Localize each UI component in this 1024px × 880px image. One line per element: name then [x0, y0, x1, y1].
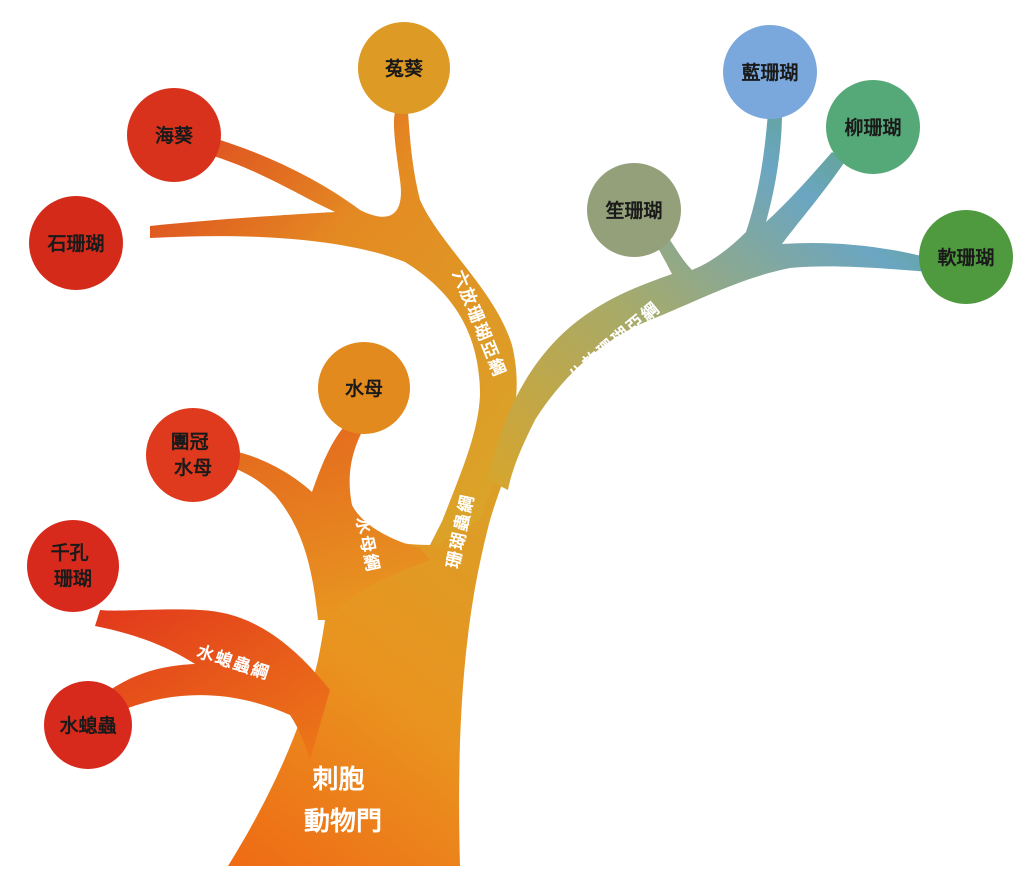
node-jellyfish-label: 水母	[345, 378, 383, 400]
node-coronatae-circle	[146, 408, 240, 502]
node-gorgonian-circle	[826, 80, 920, 174]
node-tubipora-circle	[587, 163, 681, 257]
node-sea-anemone-label: 海葵	[155, 124, 194, 147]
node-sea-anemone-circle	[127, 88, 221, 182]
hexacorallia-branch	[150, 112, 517, 548]
node-sea-anemone: 海葵	[127, 88, 221, 182]
node-soft-coral: 軟珊瑚	[919, 210, 1013, 304]
node-gorgonian: 柳珊瑚	[826, 80, 920, 174]
node-zoanthid-circle	[358, 22, 450, 114]
node-stony-coral-circle	[29, 196, 123, 290]
node-stony-coral: 石珊瑚	[29, 196, 123, 290]
node-zoanthid: 菟葵	[358, 22, 450, 114]
root-label: 刺胞 動物門	[304, 764, 382, 837]
node-jellyfish-circle	[318, 342, 410, 434]
node-tubipora: 笙珊瑚	[587, 163, 681, 257]
node-stony-coral-label: 石珊瑚	[46, 233, 104, 255]
node-gorgonian-label: 柳珊瑚	[844, 116, 901, 139]
node-zoanthid-label: 菟葵	[385, 57, 424, 80]
node-jellyfish: 水母	[318, 342, 410, 434]
node-blue-coral: 藍珊瑚	[723, 25, 817, 119]
node-blue-coral-label: 藍珊瑚	[741, 62, 798, 84]
node-soft-coral-circle	[919, 210, 1013, 304]
node-hydra: 水螅蟲	[44, 681, 132, 769]
node-hydra-circle	[44, 681, 132, 769]
node-coronatae-label: 團冠 水母	[171, 431, 216, 479]
node-coronatae: 團冠 水母	[146, 408, 240, 502]
node-tubipora-label: 笙珊瑚	[604, 199, 662, 222]
hydrozoa-branch	[95, 609, 330, 760]
node-millepora: 千孔 珊瑚	[27, 520, 119, 612]
node-hydra-label: 水螅蟲	[59, 714, 116, 737]
node-millepora-circle	[27, 520, 119, 612]
node-millepora-label: 千孔 珊瑚	[51, 542, 96, 590]
node-blue-coral-circle	[723, 25, 817, 119]
node-soft-coral-label: 軟珊瑚	[937, 246, 994, 269]
scyphozoa-branch	[228, 420, 430, 620]
